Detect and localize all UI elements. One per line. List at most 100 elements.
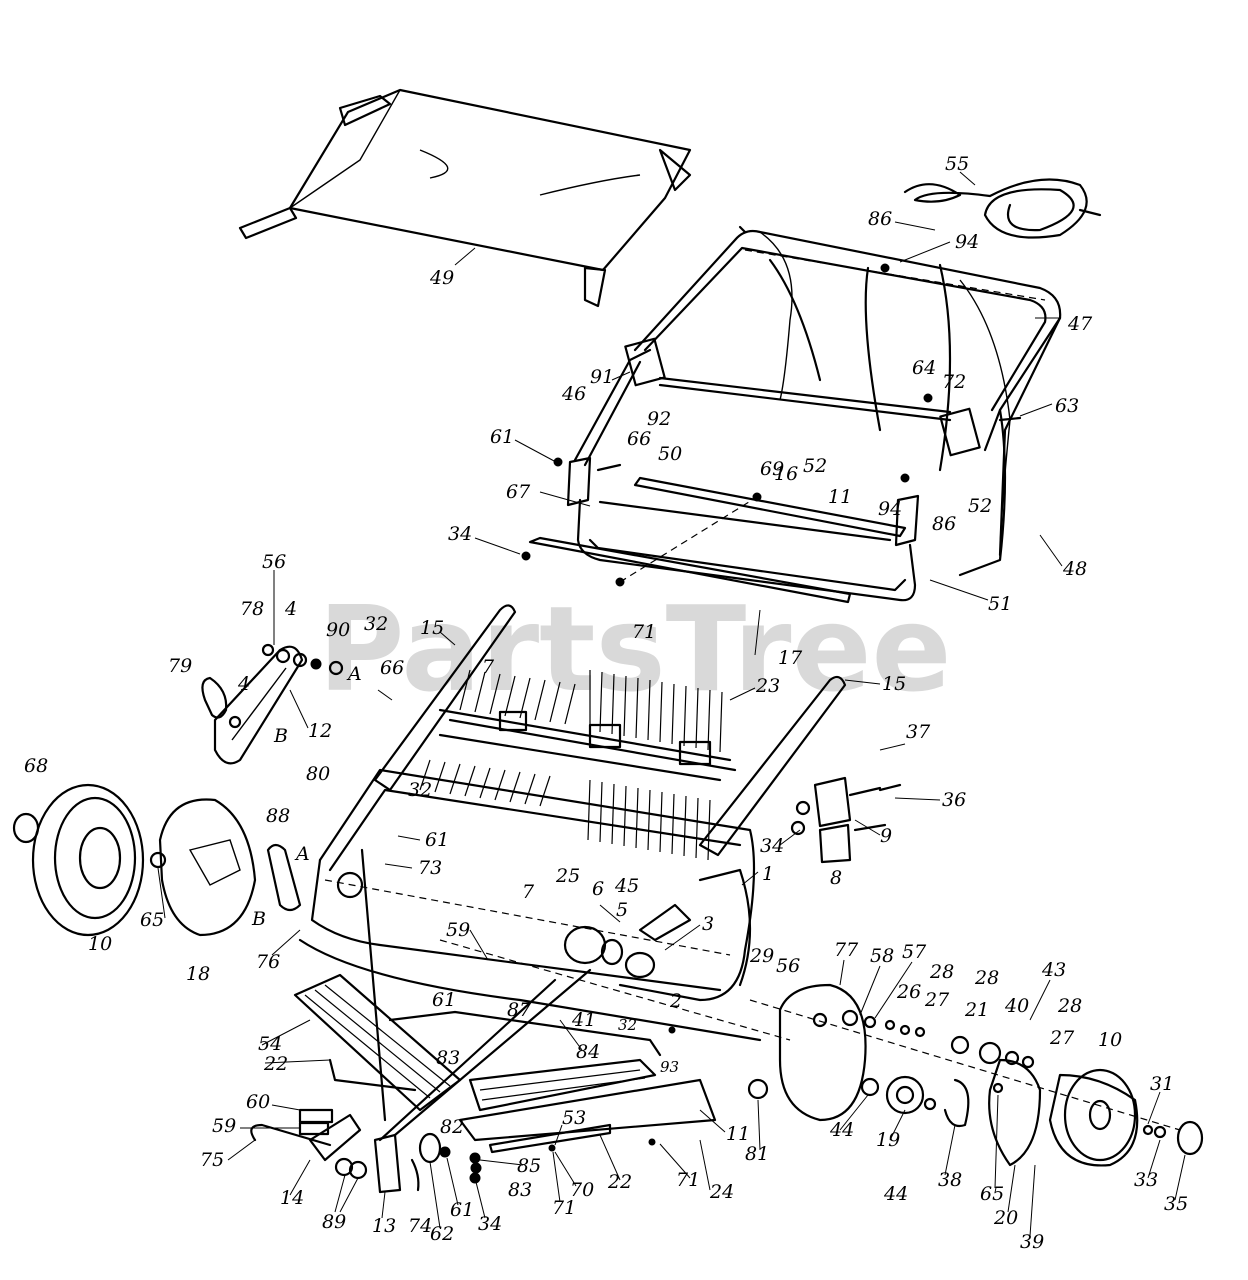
callout-85: 85 [517, 1155, 541, 1177]
callout-83: 83 [436, 1047, 460, 1069]
callout-15: 15 [882, 673, 906, 695]
arms-part [373, 604, 847, 857]
callout-72: 72 [942, 371, 966, 393]
callout-6: 6 [592, 878, 604, 900]
callout-22: 22 [607, 1171, 632, 1193]
main-housing-part [298, 768, 791, 1042]
callout-45: 45 [614, 875, 639, 897]
callout-13: 13 [372, 1215, 396, 1237]
callout-32: 32 [364, 613, 388, 635]
callout-51: 51 [988, 593, 1012, 615]
callout-49: 49 [429, 267, 454, 289]
callout-87: 87 [507, 999, 532, 1021]
callout-81: 81 [745, 1143, 769, 1165]
callout-14: 14 [280, 1187, 304, 1209]
callout-68: 68 [24, 755, 48, 777]
callout-9: 9 [880, 825, 892, 847]
callout-37: 37 [906, 721, 931, 743]
callout-88: 88 [266, 805, 290, 827]
callout-89: 89 [322, 1211, 346, 1233]
callout-26: 26 [896, 981, 921, 1003]
callout-27: 27 [924, 989, 950, 1011]
callout-10: 10 [1098, 1029, 1122, 1051]
callout-92: 92 [647, 408, 671, 430]
left-wheel-part [12, 783, 302, 937]
callout-75: 75 [200, 1149, 224, 1171]
callout-86: 86 [868, 208, 892, 230]
callout-28: 28 [929, 961, 954, 983]
callout-54: 54 [258, 1033, 282, 1055]
callout-25: 25 [555, 865, 580, 887]
callout-74: 74 [408, 1215, 432, 1237]
callout-59: 59 [446, 919, 470, 941]
cord-part [903, 171, 1102, 239]
right-wheel-part [747, 983, 1204, 1167]
callout-35: 35 [1164, 1193, 1188, 1215]
callout-84: 84 [576, 1041, 600, 1063]
callout-43: 43 [1041, 959, 1066, 981]
callout-67: 67 [506, 481, 531, 503]
callout-2: 2 [669, 990, 682, 1012]
callout-65: 65 [980, 1183, 1004, 1205]
callout-7: 7 [522, 881, 535, 903]
callout-11: 11 [726, 1123, 750, 1145]
callout-71: 71 [632, 621, 656, 643]
callout-80: 80 [306, 763, 330, 785]
callout-32: 32 [618, 1016, 637, 1034]
callout-24: 24 [709, 1181, 734, 1203]
callout-4: 4 [237, 673, 250, 695]
callout-55: 55 [945, 153, 969, 175]
callout-labels: 55 86 94 49 47 91 46 64 72 63 92 61 66 5… [24, 153, 1188, 1253]
callout-58: 58 [870, 945, 894, 967]
callout-66: 66 [627, 428, 651, 450]
callout-44: 44 [883, 1183, 908, 1205]
bracket-part [790, 776, 902, 864]
callout-63: 63 [1055, 395, 1079, 417]
grass-bag-frame-part [566, 229, 1062, 602]
callout-38: 38 [938, 1169, 962, 1191]
callout-64: 64 [912, 357, 936, 379]
leader-lines [157, 221, 1186, 1237]
callout-34: 34 [478, 1213, 502, 1235]
callout-3: 3 [702, 913, 714, 935]
callout-94: 94 [878, 498, 902, 520]
callout-93: 93 [660, 1058, 679, 1076]
callout-19: 19 [876, 1129, 900, 1151]
callout-77: 77 [834, 939, 859, 961]
callout-A: A [346, 663, 362, 685]
callout-52: 52 [968, 495, 992, 517]
callout-34: 34 [448, 523, 472, 545]
callout-70: 70 [570, 1179, 594, 1201]
callout-28: 28 [1057, 995, 1082, 1017]
callout-23: 23 [755, 675, 780, 697]
callout-59: 59 [212, 1115, 236, 1137]
callout-47: 47 [1067, 313, 1093, 335]
watermark-text: PartsTree [318, 580, 952, 718]
callout-71: 71 [676, 1169, 700, 1191]
callout-34: 34 [760, 835, 784, 857]
callout-79: 79 [168, 655, 192, 677]
callout-62: 62 [430, 1223, 454, 1245]
callout-8: 8 [830, 867, 842, 889]
callout-21: 21 [964, 999, 989, 1021]
callout-15: 15 [420, 617, 444, 639]
callout-11: 11 [828, 486, 852, 508]
callout-71: 71 [552, 1197, 576, 1219]
callout-53: 53 [562, 1107, 586, 1129]
callout-52: 52 [803, 455, 827, 477]
callout-50: 50 [658, 443, 682, 465]
callout-61: 61 [432, 989, 456, 1011]
callout-56: 56 [262, 551, 286, 573]
callout-61: 61 [490, 426, 514, 448]
callout-36: 36 [942, 789, 966, 811]
callout-31: 31 [1150, 1073, 1174, 1095]
callout-66: 66 [380, 657, 404, 679]
callout-78: 78 [240, 598, 264, 620]
callout-33: 33 [1134, 1169, 1158, 1191]
callout-12: 12 [308, 720, 332, 742]
callout-60: 60 [246, 1091, 270, 1113]
callout-40: 40 [1004, 995, 1029, 1017]
callout-90: 90 [326, 619, 350, 641]
handle-part [201, 643, 344, 765]
